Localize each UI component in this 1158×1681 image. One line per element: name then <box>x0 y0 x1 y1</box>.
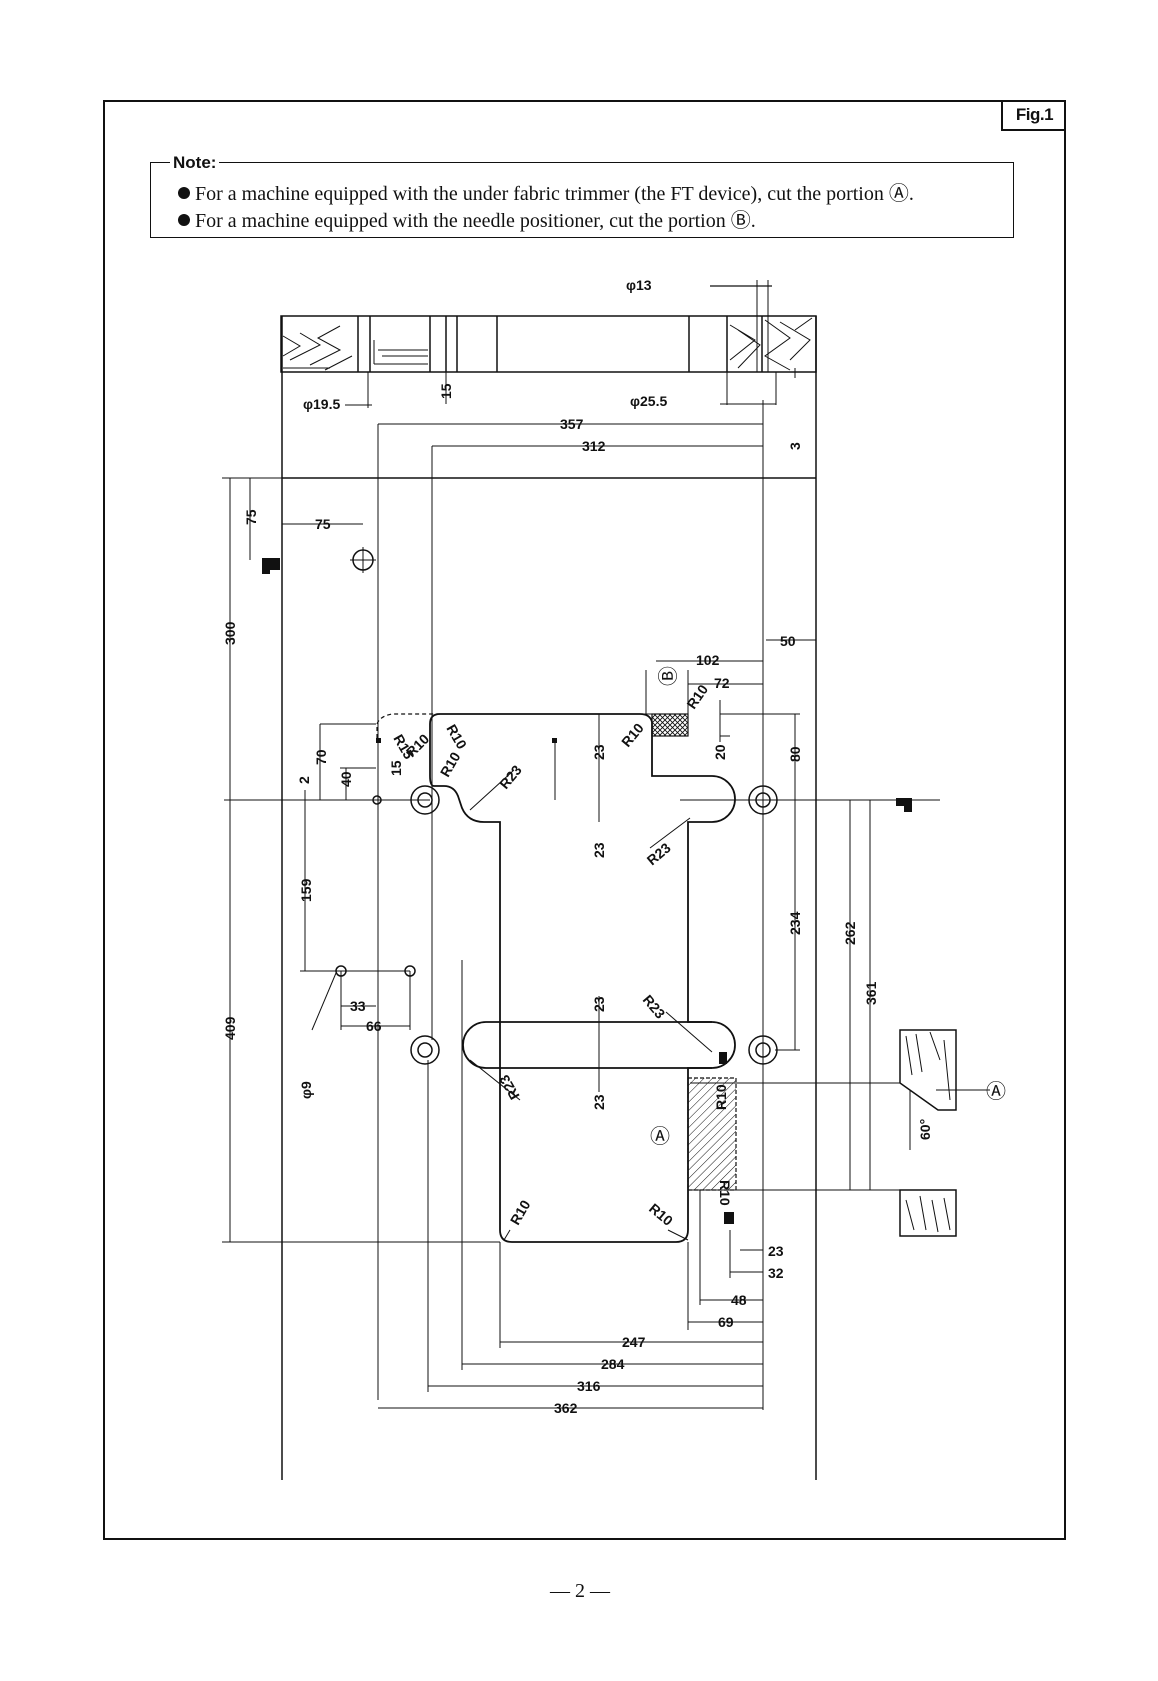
dim-33: 33 <box>350 998 366 1014</box>
side-table-upper <box>899 1029 957 1111</box>
portion-a-marker: Ⓐ <box>986 1080 1006 1103</box>
wood-grain-left <box>282 325 353 371</box>
wood-grain-right <box>729 317 813 371</box>
side-table-lower <box>899 1189 957 1237</box>
note-item-text: For a machine equipped with the needle p… <box>195 210 756 232</box>
radius-r10: R10 <box>443 722 470 752</box>
dim-23-upper-a: 23 <box>591 744 607 760</box>
corner-mark <box>724 1212 734 1224</box>
dim-75-horizontal: 75 <box>315 516 331 532</box>
radius-r10: R10 <box>618 720 647 750</box>
dim-15-mid: 15 <box>388 760 404 776</box>
dim-362: 362 <box>554 1400 578 1416</box>
dim-23-lower-b: 23 <box>591 1094 607 1110</box>
corner-mark <box>262 558 280 574</box>
dim-159: 159 <box>298 878 314 902</box>
dim-69: 69 <box>718 1314 734 1330</box>
dim-75-vertical: 75 <box>243 509 259 525</box>
dim-3: 3 <box>787 442 803 450</box>
portion-a-marker: Ⓐ <box>650 1125 670 1148</box>
wood-grain-insert <box>373 340 428 365</box>
plan-view <box>222 316 990 1480</box>
dim-2: 2 <box>296 776 312 784</box>
radius-r23: R23 <box>640 992 669 1022</box>
dim-70: 70 <box>313 749 329 765</box>
dim-40: 40 <box>338 771 354 787</box>
radius-r10: R10 <box>437 749 464 779</box>
corner-mark <box>896 798 912 812</box>
dim-23-upper-b: 23 <box>591 842 607 858</box>
dim-32: 32 <box>768 1265 784 1281</box>
radius-r10: R10 <box>713 1084 729 1110</box>
figure-frame <box>103 100 1066 1540</box>
corner-mark <box>719 1052 727 1064</box>
dim-15-top: 15 <box>438 383 454 399</box>
leader-lines <box>311 713 990 1241</box>
note-title: Note: <box>170 153 220 173</box>
dim-316: 316 <box>577 1378 601 1394</box>
dim-284: 284 <box>601 1356 625 1372</box>
dim-phi25-5: φ25.5 <box>630 393 667 409</box>
note-box <box>150 162 1014 238</box>
dim-50: 50 <box>780 633 796 649</box>
mounting-hole <box>350 547 376 573</box>
top-section-view <box>280 280 817 408</box>
dim-60-degree: 60° <box>917 1119 933 1140</box>
cut-portion-b <box>651 713 689 737</box>
portion-b-marker: Ⓑ <box>657 666 680 686</box>
dim-23-lower-a: 23 <box>591 996 607 1012</box>
side-section-view <box>899 1029 957 1237</box>
bullet-icon <box>178 214 190 226</box>
dim-phi13: φ13 <box>626 277 652 293</box>
dim-48: 48 <box>731 1292 747 1308</box>
dim-phi19-5: φ19.5 <box>303 396 340 412</box>
dim-72: 72 <box>714 675 730 691</box>
bullet-icon <box>178 187 190 199</box>
r15-dashed-outline <box>376 713 440 738</box>
dim-80: 80 <box>787 746 803 762</box>
dimension-lines <box>222 400 940 1410</box>
dim-66: 66 <box>366 1018 382 1034</box>
dim-20: 20 <box>712 744 728 760</box>
bed-cutout-outline <box>429 713 736 1243</box>
portion-markers: Ⓐ Ⓐ Ⓑ <box>650 666 1006 1148</box>
dim-262: 262 <box>842 921 858 945</box>
radius-r23: R23 <box>644 839 674 868</box>
mounting-hole <box>410 1035 440 1065</box>
note-item: For a machine equipped with the needle p… <box>178 204 756 233</box>
dim-phi9: φ9 <box>298 1081 314 1099</box>
dim-300: 300 <box>222 621 238 645</box>
radius-labels: R15 R10 R10 R10 R23 R10 R10 R23 R23 R23 … <box>390 681 733 1229</box>
radius-r10: R10 <box>646 1200 676 1229</box>
dim-23-bottom: 23 <box>768 1243 784 1259</box>
dim-361: 361 <box>863 981 879 1005</box>
table-section-outline <box>280 315 817 373</box>
page-number: — 2 — <box>550 1580 610 1602</box>
side-grain <box>905 1031 951 1233</box>
dim-247: 247 <box>622 1334 646 1350</box>
figure-label: Fig.1 <box>1001 100 1066 131</box>
radius-r23: R23 <box>496 762 525 792</box>
dim-357: 357 <box>560 416 584 432</box>
dim-312: 312 <box>582 438 606 454</box>
note-item: For a machine equipped with the under fa… <box>178 177 914 206</box>
dim-409: 409 <box>222 1016 238 1040</box>
dim-102: 102 <box>696 652 720 668</box>
note-item-text: For a machine equipped with the under fa… <box>195 183 914 205</box>
radius-r10: R10 <box>717 1180 733 1206</box>
dimension-labels: φ13 φ19.5 φ25.5 15 357 312 3 75 75 300 5… <box>222 277 933 1416</box>
radius-r10: R10 <box>507 1197 534 1227</box>
dim-234: 234 <box>787 911 803 935</box>
